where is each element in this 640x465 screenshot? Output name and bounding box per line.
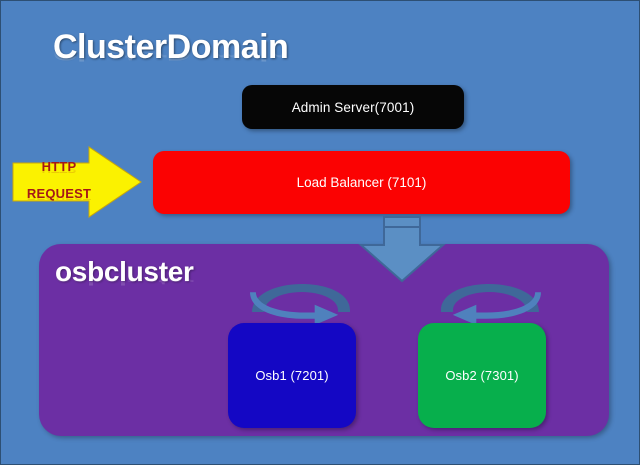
cluster-title-group: osbcluster osbcluster <box>55 256 305 312</box>
circular-arrow-icon <box>250 284 350 326</box>
page-title: ClusterDomain <box>53 28 289 66</box>
osb1-label: Osb1 (7201) <box>255 368 329 383</box>
load-balancer-label: Load Balancer (7101) <box>296 175 427 190</box>
flow-down-arrow <box>357 215 447 283</box>
node-load-balancer[interactable]: Load Balancer (7101) <box>153 151 570 214</box>
node-admin-server[interactable]: Admin Server(7001) <box>242 85 464 129</box>
node-osb2[interactable]: Osb2 (7301) <box>418 323 546 428</box>
domain-title-group: ClusterDomain ClusterDomain <box>53 27 383 99</box>
cluster-title: osbcluster <box>55 256 194 287</box>
loop-arrow-osb2 <box>433 282 545 338</box>
domain-title-reflection: ClusterDomain <box>53 48 289 65</box>
loop-arrow-osb1 <box>246 282 358 338</box>
circular-arrow-icon <box>441 284 541 326</box>
node-osb1[interactable]: Osb1 (7201) <box>228 323 356 428</box>
admin-server-label: Admin Server(7001) <box>291 99 415 115</box>
http-request-arrow: HTTP HTTP REQUEST REQUEST <box>11 145 143 219</box>
arrow-down-icon <box>358 216 446 283</box>
osb2-label: Osb2 (7301) <box>445 368 519 383</box>
http-request-arrow-icon <box>12 146 142 218</box>
